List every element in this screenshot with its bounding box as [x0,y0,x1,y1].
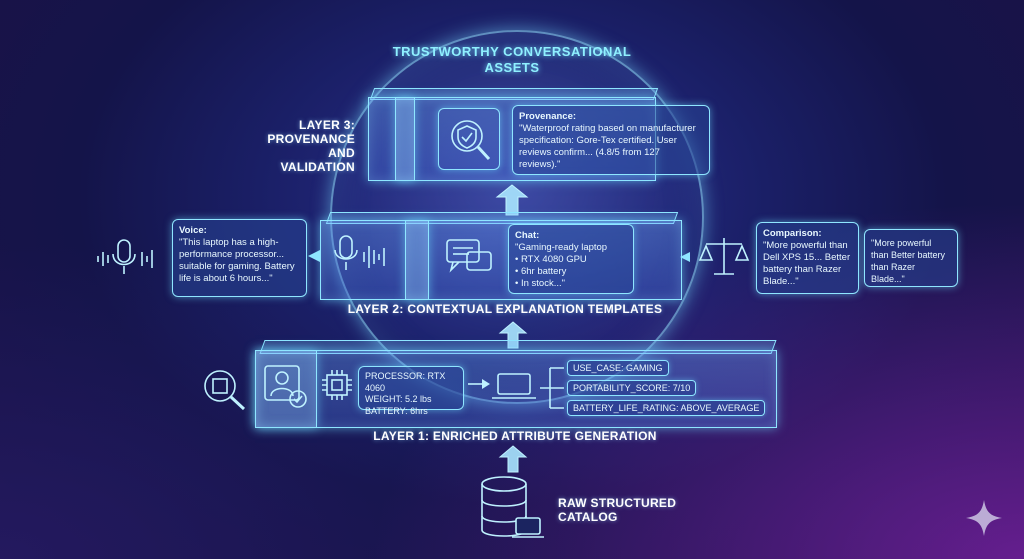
voice-card: Voice: "This laptop has a high-performan… [172,219,307,297]
layer2-label: LAYER 2: CONTEXTUAL EXPLANATION TEMPLATE… [347,302,663,316]
chat-line: "Gaming-ready laptop [515,242,608,253]
arrow-up-icon-l1-l2 [498,321,528,349]
chat-bubbles-icon [446,239,492,273]
diagram-title: TRUSTWORTHY CONVERSATIONAL ASSETS [380,44,644,76]
provenance-text: "Waterproof rating based on manufacturer… [519,123,696,170]
comparison-card: Comparison: "More powerful than Dell XPS… [756,222,859,294]
spec-line: BATTERY: 6hrs [365,405,428,416]
user-check-icon [264,365,307,408]
attribute-pill: BATTERY_LIFE_RATING: ABOVE_AVERAGE [567,400,766,416]
arrow-right-icon [468,379,490,389]
shield-magnifier-icon-svg [451,120,491,161]
microphone-icon-layer2 [334,235,385,270]
specs-card: PROCESSOR: RTX 4060 WEIGHT: 5.2 lbs BATT… [358,366,464,416]
layer2-slab-divider [405,220,429,300]
attribute-pill: USE_CASE: GAMING [567,360,669,376]
layer3-label-line3: VALIDATION [280,160,355,174]
layer1-label: LAYER 1: ENRICHED ATTRIBUTE GENERATION [373,429,657,443]
shield-magnifier-icon [438,108,500,170]
comparison-text: "More powerful than Dell XPS 15... Bette… [763,240,851,287]
comparison-extra-text: "More powerful than Better battery than … [871,238,946,284]
voice-heading: Voice: [179,225,207,236]
comparison-heading: Comparison: [763,228,822,239]
base-label-line1: RAW STRUCTURED [558,496,677,510]
sparkle-icon [966,500,1002,536]
scales-icon [698,238,750,275]
chevron-left-icon [308,250,320,262]
chat-heading: Chat: [515,230,540,241]
layer3-label: LAYER 3: PROVENANCE AND VALIDATION [245,118,355,174]
voice-wave-microphone-icon [97,239,153,274]
comparison-extra-card: "More powerful than Better battery than … [864,229,958,287]
laptop-icon [492,373,536,399]
provenance-heading: Provenance: [519,111,577,122]
chip-magnifier-icon [204,370,246,411]
base-label: RAW STRUCTURED CATALOG [558,496,678,524]
title-text: TRUSTWORTHY CONVERSATIONAL ASSETS [392,44,632,75]
chat-line: • 6hr battery [515,266,567,277]
arrow-up-icon-l2-l3 [495,184,529,216]
processor-chip-icon [322,370,352,400]
chat-line: • In stock..." [515,278,565,289]
layer3-label-line1: LAYER 3: [299,118,355,132]
provenance-card: Provenance: "Waterproof rating based on … [512,105,710,175]
voice-text: "This laptop has a high-performance proc… [179,237,295,284]
attribute-pill: PORTABILITY_SCORE: 7/10 [567,380,697,396]
spec-line: WEIGHT: 5.2 lbs [365,394,432,404]
spec-line: PROCESSOR: RTX 4060 [365,371,446,393]
layer3-label-line2: PROVENANCE AND [267,132,355,160]
chat-card: Chat: "Gaming-ready laptop • RTX 4080 GP… [508,224,634,294]
layer3-slab-divider [395,97,415,181]
chat-line: • RTX 4080 GPU [515,254,587,265]
chevron-right-icon [680,252,690,262]
base-label-line2: CATALOG [558,510,618,524]
arrow-up-icon-base-l1 [498,445,528,473]
database-laptop-icon [481,476,544,538]
bracket-connector-icon [540,367,564,409]
